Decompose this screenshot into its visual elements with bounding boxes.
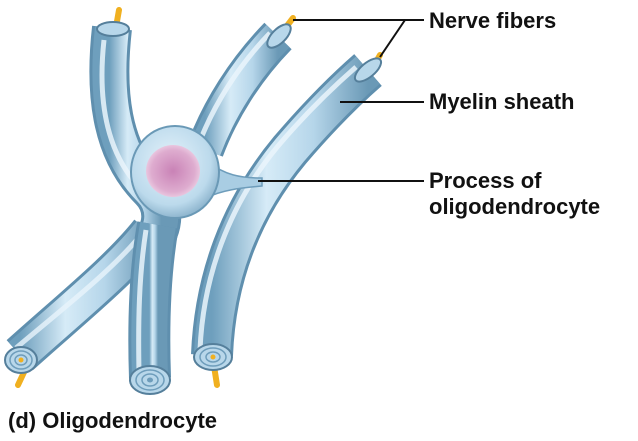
end-cap-bottom-right [194, 344, 232, 370]
caption-title: Oligodendrocyte [42, 408, 217, 433]
oligodendrocyte-cell-body [131, 126, 219, 218]
end-cap-bottom-left [5, 347, 37, 373]
myelin-tube-top-middle [198, 33, 278, 150]
label-myelin-sheath: Myelin sheath [429, 89, 574, 115]
figure-caption: (d) Oligodendrocyte [8, 408, 217, 434]
end-cap-bottom-middle [130, 366, 170, 394]
caption-letter: (d) [8, 408, 36, 433]
myelin-tube-bottom-middle [139, 225, 158, 378]
nucleus [146, 145, 200, 197]
label-process-line2: oligodendrocyte [429, 194, 600, 220]
leader-nerve-fibers-b [380, 20, 405, 57]
end-cap-top-left [97, 22, 129, 36]
label-process-of-oligodendrocyte: Process of oligodendrocyte [429, 168, 600, 220]
label-process-line1: Process of [429, 168, 600, 194]
label-nerve-fibers: Nerve fibers [429, 8, 556, 34]
